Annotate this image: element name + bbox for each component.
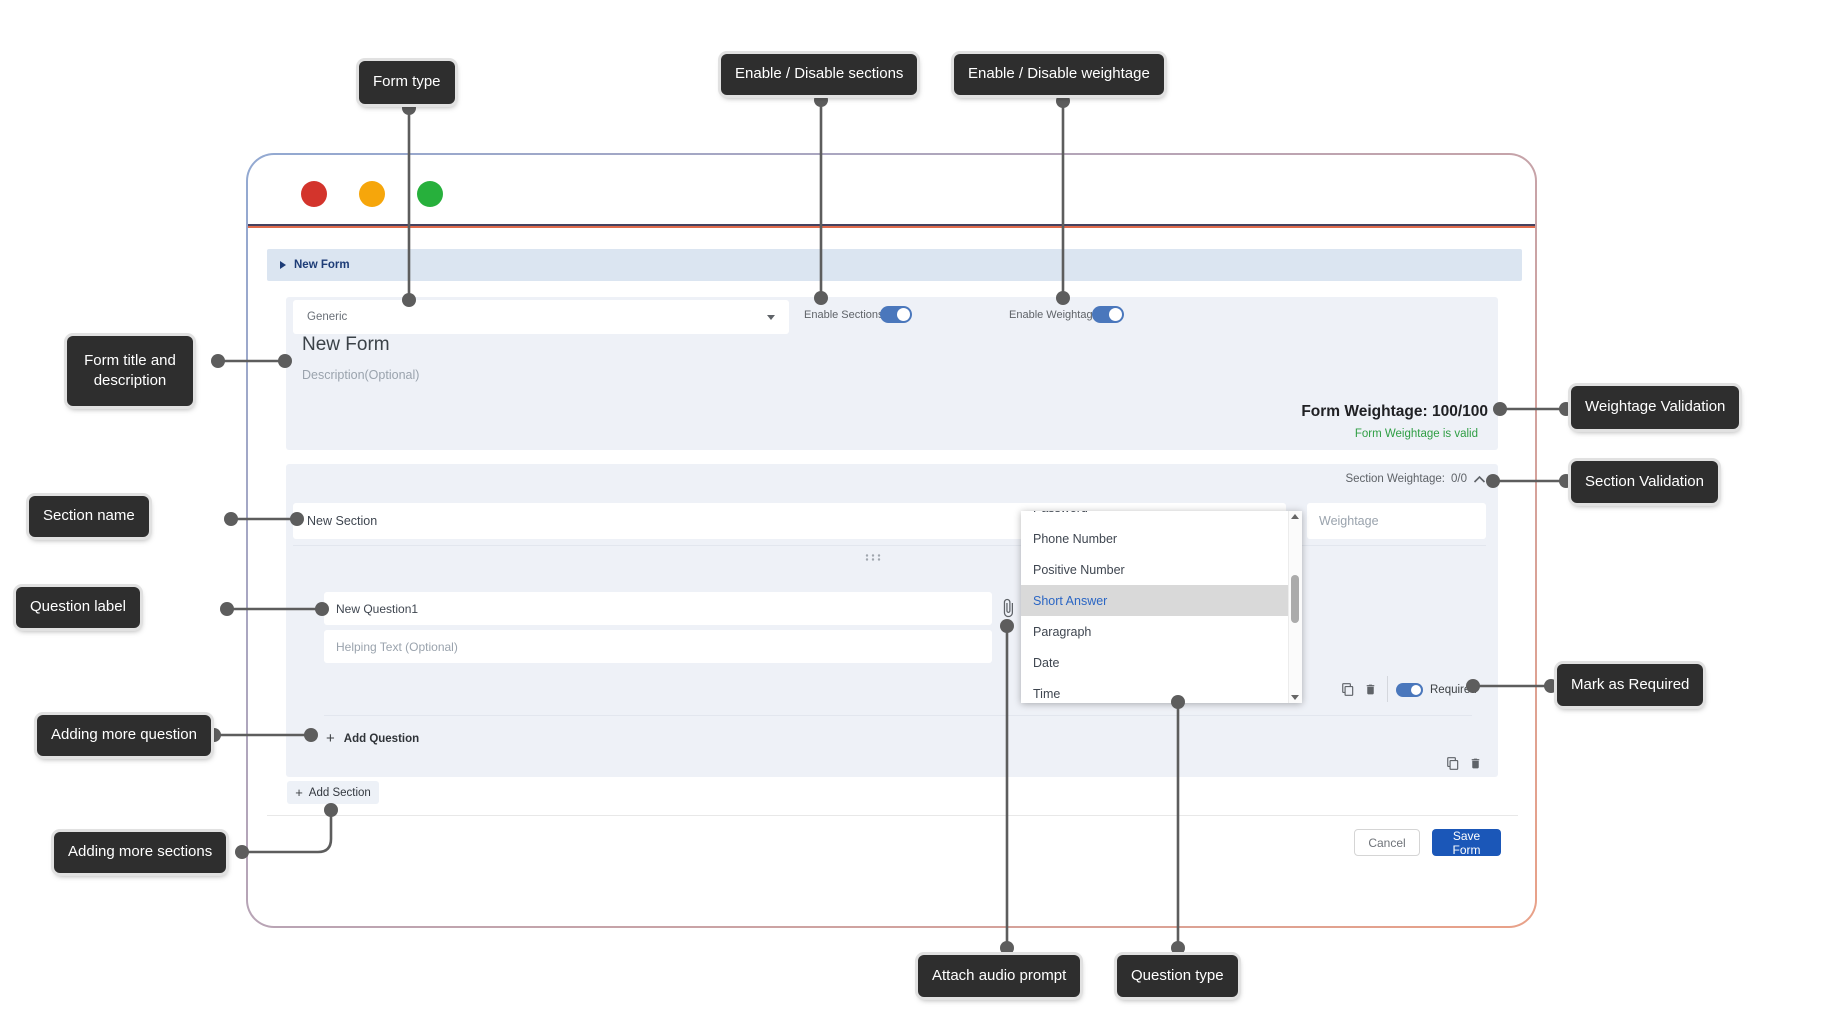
callout-section-validation: Section Validation [1571, 461, 1718, 503]
callout-adding-more-sections: Adding more sections [54, 832, 227, 873]
question-type-dropdown: Password Phone Number Positive Number Sh… [1021, 511, 1302, 703]
form-type-value: Generic [307, 311, 348, 323]
form-weightage-status: Form Weightage is valid [1354, 428, 1478, 440]
dropdown-option[interactable]: Time [1033, 686, 1061, 701]
form-weightage-value: 100/100 [1431, 403, 1488, 420]
enable-weightage-toggle[interactable] [1092, 306, 1124, 323]
form-title-input[interactable] [300, 333, 1004, 357]
dropdown-scrollbar[interactable] [1288, 511, 1302, 703]
window-close-icon[interactable] [301, 181, 327, 207]
callout-section-name: Section name [29, 496, 149, 537]
dropdown-option[interactable]: Paragraph [1033, 624, 1092, 639]
header-divider-orange [248, 225, 1535, 228]
callout-enable-sections: Enable / Disable sections [721, 54, 918, 95]
callout-question-type: Question type [1117, 955, 1238, 997]
scroll-up-icon[interactable] [1291, 514, 1299, 519]
enable-sections-toggle[interactable] [880, 306, 912, 323]
callout-attach-audio-prompt: Attach audio prompt [918, 955, 1081, 997]
add-section-button[interactable]: + Add Section [287, 781, 379, 804]
question-label-input[interactable] [324, 592, 992, 625]
plus-icon: + [295, 785, 303, 800]
dropdown-option[interactable]: Date [1033, 655, 1060, 670]
callout-mark-as-required: Mark as Required [1557, 664, 1704, 706]
callout-form-title-description: Form title and description [67, 336, 193, 406]
browser-window: New Form Generic Enable Sections Enable … [246, 153, 1537, 928]
breadcrumb-arrow-icon [280, 261, 286, 269]
window-minimize-icon[interactable] [359, 181, 385, 207]
form-header-card: Generic Enable Sections Enable Weightage… [286, 297, 1498, 450]
add-question-label: Add Question [343, 732, 420, 745]
breadcrumb[interactable]: New Form [267, 249, 1522, 281]
attach-audio-icon[interactable] [998, 597, 1018, 619]
header-divider-dark [248, 224, 1535, 226]
scrollbar-thumb[interactable] [1291, 575, 1299, 623]
section-divider [293, 545, 1486, 546]
dropdown-option-selected[interactable]: Short Answer [1021, 585, 1289, 616]
toggle-knob [897, 308, 910, 321]
form-description-input[interactable] [300, 367, 1004, 383]
callout-adding-more-question: Adding more question [37, 715, 211, 756]
form-type-select[interactable]: Generic [293, 300, 789, 334]
question-bottom-divider [324, 715, 1472, 716]
form-weightage-text: Form Weightage: 100/100 [1301, 403, 1488, 421]
dropdown-option[interactable]: Phone Number [1033, 531, 1118, 546]
dropdown-option[interactable]: Password [1021, 511, 1289, 523]
window-maximize-icon[interactable] [417, 181, 443, 207]
save-form-button[interactable]: Save Form [1432, 829, 1501, 857]
required-toggle[interactable] [1396, 683, 1423, 697]
required-row-divider [1387, 676, 1388, 702]
enable-sections-label: Enable Sections [804, 309, 884, 321]
helping-text-input[interactable] [324, 630, 992, 663]
drag-handle-icon[interactable] [864, 553, 884, 562]
delete-section-icon[interactable] [1469, 756, 1482, 771]
add-section-label: Add Section [308, 786, 371, 799]
chevron-up-icon[interactable] [1473, 475, 1486, 484]
footer-divider [267, 815, 1518, 816]
section-weightage-label: Section Weightage: [1345, 473, 1445, 485]
dropdown-option[interactable]: Positive Number [1033, 562, 1125, 577]
delete-question-icon[interactable] [1364, 682, 1377, 697]
copy-question-icon[interactable] [1341, 682, 1355, 697]
toggle-knob [1109, 308, 1122, 321]
callout-enable-weightage: Enable / Disable weightage [954, 54, 1164, 95]
toggle-knob [1411, 685, 1421, 695]
enable-weightage-label: Enable Weightage [1009, 309, 1099, 321]
form-weightage-label: Form Weightage: [1301, 403, 1428, 420]
chevron-down-icon [767, 314, 775, 320]
callout-form-type: Form type [359, 61, 455, 104]
section-weightage-value: 0/0 [1451, 473, 1467, 485]
section-weightage-row: Section Weightage: 0/0 [1345, 473, 1486, 485]
scroll-down-icon[interactable] [1291, 695, 1299, 700]
add-question-button[interactable]: + Add Question [326, 730, 419, 747]
browser-window-body: New Form Generic Enable Sections Enable … [248, 155, 1535, 926]
section-card: Section Weightage: 0/0 [286, 464, 1498, 777]
plus-icon: + [326, 730, 335, 747]
callout-weightage-validation: Weightage Validation [1571, 386, 1740, 429]
breadcrumb-label: New Form [294, 259, 350, 271]
required-label: Required [1430, 684, 1477, 696]
callout-question-label: Question label [16, 587, 140, 628]
section-weightage-input[interactable] [1307, 503, 1486, 539]
copy-section-icon[interactable] [1446, 756, 1460, 771]
cancel-button[interactable]: Cancel [1354, 829, 1420, 856]
